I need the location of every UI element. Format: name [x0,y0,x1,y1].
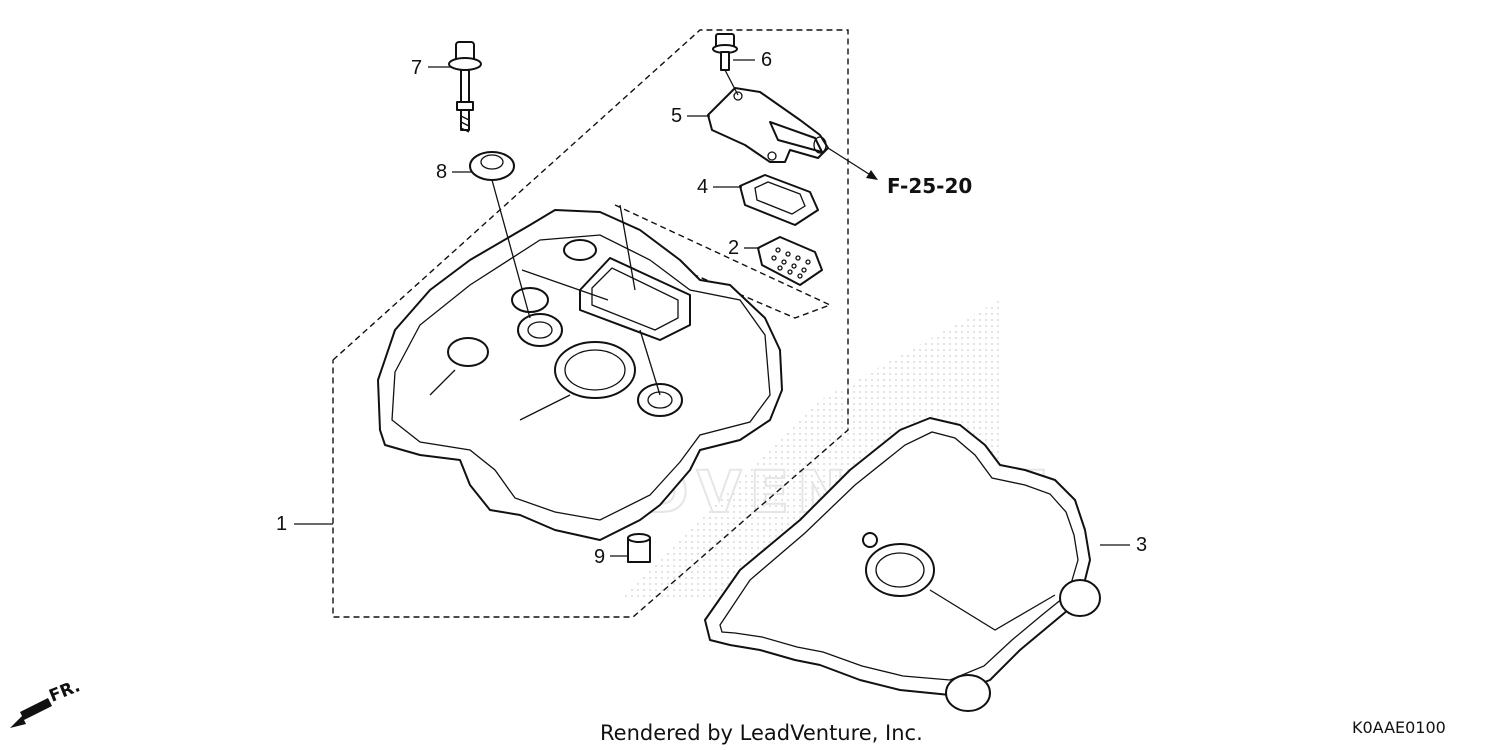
callout-6: 6 [733,49,772,71]
head-cover-gasket[interactable] [704,417,1101,712]
callout-1: 1 [276,513,333,535]
callout-7-label: 7 [411,57,422,79]
callout-8: 8 [436,161,472,183]
dowel-pin[interactable] [627,533,651,563]
callout-3-label: 3 [1136,534,1147,556]
callout-7: 7 [411,57,452,79]
reference-label[interactable]: F-25-20 [887,174,972,198]
reference-link[interactable]: F-25-20 [827,147,972,198]
callout-2-label: 2 [728,237,739,259]
callout-4-label: 4 [697,176,708,198]
front-label: FR. [46,676,83,706]
callout-3: 3 [1100,534,1147,556]
callout-1-label: 1 [276,513,287,535]
rubber-seal-washer[interactable] [469,151,515,181]
callout-9: 9 [594,546,628,568]
assembly-lines [491,69,739,396]
callout-5-label: 5 [671,105,682,127]
credit-text: Rendered by LeadVenture, Inc. [600,721,923,745]
callout-2: 2 [728,237,760,259]
callout-5: 5 [671,105,710,127]
front-arrow-icon [10,698,52,728]
callout-4: 4 [697,176,742,198]
callout-6-label: 6 [761,49,772,71]
breather-cover[interactable] [707,87,829,163]
cylinder-head-cover[interactable] [377,209,783,541]
callout-8-label: 8 [436,161,447,183]
special-bolt[interactable] [448,41,482,133]
diagram-code: K0AAE0100 [1352,718,1446,737]
breather-cover-gasket[interactable] [739,174,819,226]
flange-bolt[interactable] [712,33,738,71]
breather-plate[interactable] [757,236,823,286]
front-marker: FR. [10,676,83,728]
callout-9-label: 9 [594,546,605,568]
